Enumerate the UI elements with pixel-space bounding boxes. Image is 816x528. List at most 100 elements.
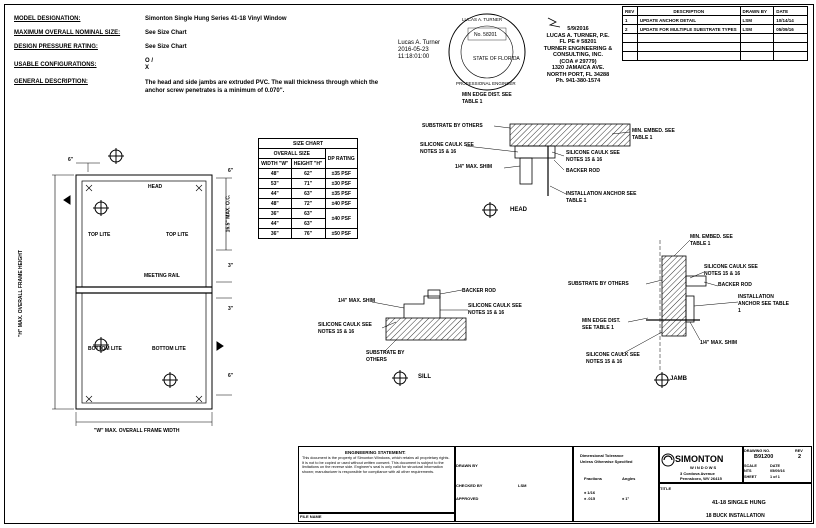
title-subtitle: 18 BUCK INSTALLATION [706,513,765,519]
jamb-min-edge: MIN EDGE DIST. SEE TABLE 1 [582,318,621,331]
angles-label: Angles [622,476,636,481]
config-value: O / X [145,58,154,71]
brand-address-2: Pennsboro, WV 26415 [680,476,722,481]
decimals-value: ± .015 [584,496,596,501]
engineer-line: TURNER ENGINEERING & [543,45,613,52]
sheet-value: 1 of 1 [770,475,780,479]
date-value: 05/09/16 [770,469,785,473]
brand-sub: WINDOWS [690,465,718,470]
head-substrate: SUBSTRATE BY OTHERS [422,123,483,129]
model-value: Simonton Single Hung Series 41-18 Vinyl … [145,16,287,22]
rev-cell [636,51,741,61]
jamb-min-embed: MIN. EMBED. SEE TABLE 1 [690,234,733,247]
head-backer: BACKER ROD [566,168,600,174]
tolerance-box [572,446,660,522]
elev-top-lite-left: TOP LITE [88,232,111,238]
statement-text: This document is the property of Simonto… [302,456,450,474]
statement-box [298,446,456,514]
date-label: DATE [770,464,781,468]
head-min-embed: MIN. EMBED. SEE TABLE 1 [632,128,675,141]
title-value: 41-18 SINGLE HUNG [712,500,766,506]
head-caulk-left: SILICONE CAULK SEE NOTES 15 & 16 [420,142,474,155]
sill-backer: BACKER ROD [462,288,496,294]
jamb-section-title: JAMB [670,376,688,382]
jamb-anchor: INSTALLATION ANCHOR SEE TABLE 1 [738,294,790,314]
seal-profession: PROFESSIONAL ENGINEER [456,81,516,86]
jamb-shim: 1/4" MAX. SHIM [700,340,738,346]
brand-address-1: 3 Cordova Avenue [680,471,715,476]
brand-name: SIMONTON [675,454,724,464]
drawing-no-label: DRAWING NO. [744,449,771,453]
model-label: MODEL DESIGNATION: [14,16,81,22]
statement-title: ENGINEERING STATEMENT: [345,450,406,455]
desc-value: The head and side jambs are extruded PVC… [145,80,379,94]
engineer-line: (COA # 29779) [559,58,597,65]
dim-3-upper: 3" [228,263,234,269]
signature-name: Lucas A. Turner [398,40,441,46]
dp-value: See Size Chart [145,44,187,50]
jamb-caulk-top: SILICONE CAULK SEE NOTES 15 & 16 [704,264,758,277]
rev-value: 2 [798,454,802,460]
desc-label: GENERAL DESCRIPTION: [14,79,88,85]
drawing-border [4,4,814,524]
engineer-line: 1320 JAMAICA AVE. [551,65,605,71]
sill-caulk-left: SILICONE CAULK SEE NOTES 15 & 16 [318,322,372,335]
dim-6-right: 6" [228,168,234,174]
signature-time: 11:18:01:00 [398,54,430,60]
title-label: TITLE [660,486,672,491]
elev-top-lite-right: TOP LITE [166,232,189,238]
engineer-line: LUCAS A. TURNER, P.E. [546,32,610,39]
jamb-substrate: SUBSTRATE BY OTHERS [568,281,629,287]
drawing-no-value: B91200 [754,454,774,460]
title-box [658,482,812,522]
drawn-label: DRAWN BY [456,463,478,468]
elev-head: HEAD [148,184,163,190]
dim-6-bottom: 6" [228,373,234,379]
tolerance-note: Unless Otherwise Specified [580,459,633,464]
width-dimension: "W" MAX. OVERALL FRAME WIDTH [94,428,180,434]
seal-state: STATE OF FLORIDA [473,56,520,62]
drawing-info-box [742,446,812,484]
angles-value: ± 1° [622,496,630,501]
head-shim: 1/4" MAX. SHIM [455,164,493,170]
engineer-info: 5/9/2016 LUCAS A. TURNER, P.E. FL PE # 5… [538,26,618,85]
elev-bottom-lite-left: BOTTOM LITE [88,346,122,352]
size-cell: ±50 PSF [324,228,359,239]
fractions-label: Fractions [584,476,603,481]
engineer-date: 5/9/2016 [567,26,589,32]
engineer-line: CONSULTING, INC. [552,52,603,58]
engineer-line: Ph. 941-380-1574 [555,78,601,84]
filename-label: FILE NAME [300,514,322,519]
elev-bottom-lite-right: BOTTOM LITE [152,346,186,352]
jamb-backer: BACKER ROD [718,282,752,288]
approved-label: APPROVED [456,496,479,501]
size-value: See Size Chart [145,30,187,36]
brand-box [658,446,744,484]
tolerance-label: Dimensional Tolerance [580,453,624,458]
head-min-edge: MIN EDGE DIST. SEE TABLE 1 [462,92,512,105]
size-chart-dp-header: DP RATING [324,148,359,169]
config-label: USABLE CONFIGURATIONS: [14,62,97,68]
dim-6-top: 6" [68,157,74,163]
drawn-by-value: LSM [518,483,527,488]
revision-row [622,51,808,61]
head-caulk-right: SILICONE CAULK SEE NOTES 15 & 16 [566,150,620,163]
size-label: MAXIMUM OVERALL NOMINAL SIZE: [14,30,121,36]
head-section-title: HEAD [510,207,528,213]
engineer-line: FL PE # 58201 [559,39,597,45]
sill-shim: 1/4" MAX. SHIM [338,298,376,304]
filename-box [298,512,456,522]
checked-label: CHECKED BY [456,483,483,488]
signature-date: 2016-05-23 [398,47,429,53]
scale-label: SCALE [744,464,757,468]
rev-cell [773,51,808,61]
dim-3-lower: 3" [228,306,234,312]
